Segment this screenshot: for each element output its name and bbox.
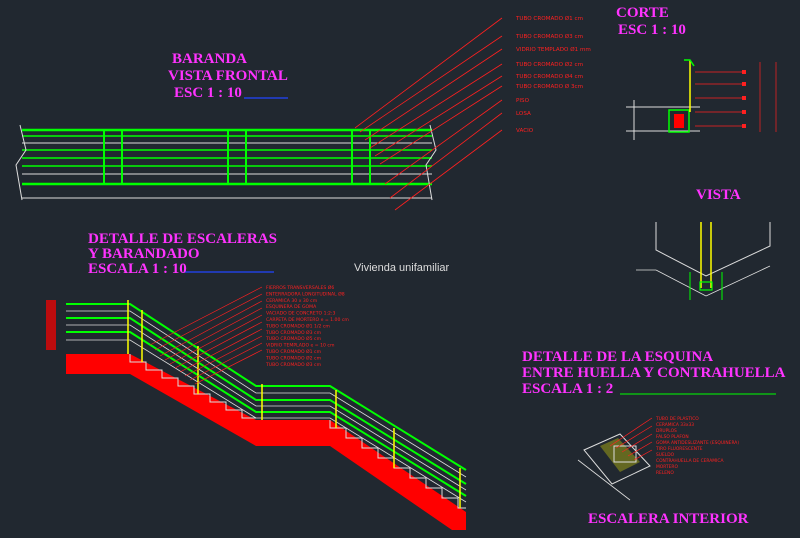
interior-title: ESCALERA INTERIOR [588, 511, 749, 527]
annotation-label: CONTRAHUELLA DE CERAMICA [656, 458, 723, 464]
annotation-label: FALSO PLAFON [656, 434, 689, 440]
annotation-label: TUBO DE PLASTICO [655, 416, 699, 422]
corte-markers [742, 70, 746, 128]
stair-concrete [66, 354, 466, 530]
annotation-label: TUBO CROMADO Ø2 cm [265, 354, 322, 361]
annotation-label: SUELDO [656, 452, 675, 458]
baranda-scale: ESC 1 : 10 [174, 85, 242, 101]
vista-detail [636, 222, 771, 300]
baranda-label: TUBO CROMADO Ø1 cm [515, 15, 583, 22]
break-right [425, 124, 437, 201]
annotation-label: TUBO CROMADO Ø5 cm [265, 335, 322, 342]
annotation-label: DRUPLOS [656, 428, 677, 434]
corte-section [626, 59, 777, 140]
baranda-leaders [354, 17, 503, 211]
corte-scale: ESC 1 : 10 [618, 22, 686, 38]
annotation-label: MORTERO [656, 464, 678, 470]
escaleras-subtitle: Y BARANDADO [88, 246, 200, 262]
escaleras-title: DETALLE DE ESCALERAS [88, 231, 277, 247]
annotation-label: TUBO CROMADO Ø1 1/2 cm [265, 322, 330, 329]
annotation-label: CERAMICA 30 x 30 cm [266, 298, 318, 304]
baranda-label: PISO [516, 98, 530, 104]
esquina-scale: ESCALA 1 : 2 [522, 381, 614, 397]
esquina-title: DETALLE DE LA ESQUINA [522, 349, 714, 365]
stair-leaders [149, 286, 263, 385]
baranda-label: VIDRIO TEMPLADO Ø1 mm [516, 46, 591, 53]
stair-posts [127, 300, 461, 508]
annotation-label: TIRO FLUORESCENTE [655, 446, 703, 452]
baranda-label: TUBO CROMADO Ø 3cm [515, 83, 583, 90]
baranda-frontal-view [15, 17, 503, 211]
corte-title: CORTE [616, 5, 669, 21]
annotation-label: TUBO CROMADO Ø3 cm [265, 329, 322, 336]
stair-rails [66, 303, 467, 497]
annotation-label: FIERROS TRANSVERSALES Ø6 [266, 284, 334, 291]
esquina-subtitle: ENTRE HUELLA Y CONTRAHUELLA [522, 365, 786, 381]
break-left [15, 124, 27, 201]
post-3 [351, 129, 371, 185]
corte-fill [674, 114, 684, 128]
annotation-label: CARPETA DE MORTERO e = 1.00 cm [266, 317, 349, 323]
annotation-label: RELENO [656, 470, 674, 476]
baranda-label: TUBO CROMADO Ø3 cm [515, 33, 583, 40]
annotation-label: TUBO CROMADO Ø1 cm [265, 348, 322, 355]
annotation-label: VIDRIO TEMPLADO e = 10 cm [266, 343, 335, 349]
post-2 [227, 129, 247, 185]
annotation-label: TUBO CROMADO Ø3 cm [265, 361, 322, 368]
corte-post [668, 109, 690, 133]
baranda-label: TUBO CROMADO Ø2 cm [515, 61, 583, 68]
annotation-label: ENTERRADORA LONGITUDINAL Ø8 [266, 290, 345, 297]
baranda-label: TUBO CROMADO Ø4 cm [515, 73, 583, 80]
baranda-label: LOSA [516, 111, 531, 117]
baranda-label: VACIO [516, 128, 534, 134]
corner-detail [577, 417, 653, 501]
post-1 [103, 129, 123, 185]
vista-title: VISTA [696, 187, 741, 203]
baranda-labels: TUBO CROMADO Ø1 cm TUBO CROMADO Ø3 cm VIDR… [515, 15, 591, 134]
baranda-title: BARANDA [172, 51, 247, 67]
escaleras-scale: ESCALA 1 : 10 [88, 261, 187, 277]
annotation-label: VACIADO DE CONCRETO 1:2:3 [266, 311, 336, 317]
baranda-subtitle: VISTA FRONTAL [168, 68, 288, 84]
annotation-label: GOMA ANTIDESLIZANTE (ESQUINERA) [656, 440, 739, 446]
annotation-label: CERAMICA 33x33 [656, 422, 694, 428]
annotation-label: ESQUINERA DE GOMA [266, 304, 317, 310]
project-note: Vivienda unifamiliar [354, 262, 450, 274]
stair-detail [46, 286, 467, 530]
